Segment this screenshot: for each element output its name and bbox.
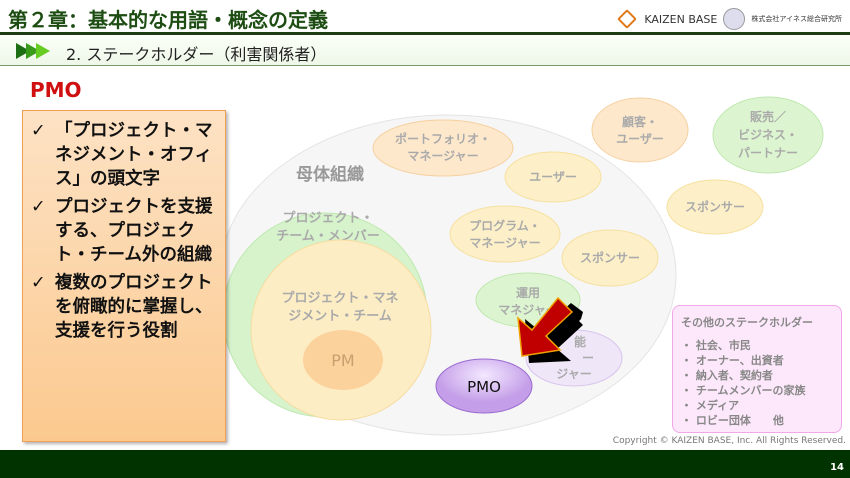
list-item: ・ 納入者、契約者 xyxy=(681,369,773,382)
sales-partner-ellipse xyxy=(712,96,824,174)
chapter-title: 第２章：基本的な用語・概念の定義 xyxy=(8,8,328,32)
svg-text:運用マネジャー: 運用マネジャー xyxy=(498,286,557,317)
svg-text:プロジェクト・チーム・メンバー: プロジェクト・チーム・メンバー xyxy=(276,211,380,244)
header-divider xyxy=(0,32,850,35)
svg-text:プロジェクト・マネジメント・チーム: プロジェクト・マネジメント・チーム xyxy=(281,291,398,324)
program-ellipse xyxy=(449,205,561,263)
sales-partner-label: パートナー xyxy=(738,146,798,160)
sales-partner-label: 販売／ xyxy=(750,109,786,124)
footer-bar: 14 xyxy=(0,450,850,478)
user-ellipse xyxy=(504,151,602,203)
sponsor-inner-ellipse xyxy=(561,229,659,287)
pm-team-label: プロジェクト・マネ xyxy=(281,291,398,306)
program-label: プログラム・ xyxy=(469,218,541,233)
pmo-description-box: ✓ 「プロジェクト・マネジメント・オフィス」の頭文字 ✓ プロジェクトを支援する、プ… xyxy=(22,110,226,442)
sponsor-outer-label: スポンサー xyxy=(685,199,745,214)
triple-arrow-icon xyxy=(16,43,50,59)
bullet-item: ✓ プロジェクトを支援する、プロジェクト・チーム外の組織 xyxy=(31,195,219,267)
sponsor-inner-label: スポンサー xyxy=(580,250,640,265)
other-stakeholders-title: その他のステークホルダー xyxy=(681,316,813,329)
list-item: ・ チームメンバーの家族 xyxy=(681,384,806,397)
pm-label: PM xyxy=(331,351,354,370)
copyright: Copyright © KAIZEN BASE, Inc. All Rights… xyxy=(612,436,846,446)
bullet-text: プロジェクトを支援する、プロジェクト・チーム外の組織 xyxy=(55,197,213,265)
page-number: 14 xyxy=(830,462,844,473)
kaizen-base-logo-text: KAIZEN BASE xyxy=(644,12,718,26)
company-name: 株式会社アイネス総合研究所 xyxy=(751,15,842,23)
functional-label: 能 xyxy=(574,334,586,349)
check-icon: ✓ xyxy=(31,273,46,293)
slide-heading: PMO xyxy=(30,78,82,102)
parent-org-label: 母体組織 xyxy=(296,164,364,185)
logos: KAIZEN BASE 株式会社アイネス総合研究所 xyxy=(617,8,842,30)
sales-partner-label: ビジネス・ xyxy=(738,127,798,142)
svg-text:ポートフォリオ・マネージャー: ポートフォリオ・マネージャー xyxy=(395,131,491,163)
bullet-text: 複数のプロジェクトを俯瞰的に掌握し、支援を行う役割 xyxy=(55,273,213,341)
pmo-ellipse[interactable] xyxy=(435,358,533,414)
list-item: ・ ロビー団体 他 xyxy=(681,414,784,427)
list-item: ・ メディア xyxy=(681,399,740,412)
section-title: 2. ステークホルダー（利害関係者） xyxy=(66,45,327,64)
program-label: マネージャー xyxy=(469,236,540,250)
sponsor-outer-ellipse xyxy=(666,179,764,235)
pm-team-circle xyxy=(250,239,432,421)
user-label: ユーザー xyxy=(529,170,577,184)
functional-label: ー xyxy=(582,351,594,365)
portfolio-ellipse xyxy=(372,119,514,177)
portfolio-label: マネージャー xyxy=(407,149,478,163)
bullet-text: 「プロジェクト・マネジメント・オフィス」の頭文字 xyxy=(55,121,213,189)
highlight-arrow-icon xyxy=(517,296,583,363)
customer-ellipse xyxy=(591,97,689,163)
customer-label: ユーザー xyxy=(616,132,664,146)
project-team-label: チーム・メンバー xyxy=(276,229,380,244)
portfolio-label: ポートフォリオ・ xyxy=(395,131,491,146)
svg-text:能ージャー: 能ージャー xyxy=(556,334,594,381)
bullet-item: ✓ 「プロジェクト・マネジメント・オフィス」の頭文字 xyxy=(31,119,219,191)
svg-text:プログラム・マネージャー: プログラム・マネージャー xyxy=(469,218,541,250)
operations-label: マネジャー xyxy=(498,303,557,317)
functional-label: ジャー xyxy=(556,367,591,381)
aines-logo-icon xyxy=(723,8,746,30)
svg-text:顧客・ユーザー: 顧客・ユーザー xyxy=(616,114,664,146)
bullet-item: ✓ 複数のプロジェクトを俯瞰的に掌握し、支援を行う役割 xyxy=(31,271,219,343)
customer-label: 顧客・ xyxy=(622,114,658,129)
check-icon: ✓ xyxy=(31,197,46,217)
check-icon: ✓ xyxy=(31,121,46,141)
list-item: ・ 社会、市民 xyxy=(681,339,751,352)
pm-ellipse xyxy=(303,330,383,390)
list-item: ・ オーナー、出資者 xyxy=(681,354,784,367)
svg-text:販売／ビジネス・パートナー: 販売／ ビジネス・パートナー xyxy=(738,109,798,160)
other-stakeholders-box: その他のステークホルダー ・ 社会、市民 ・ オーナー、出資者 ・ 納入者、契約… xyxy=(672,305,842,433)
pm-team-label: ジメント・チーム xyxy=(288,309,392,324)
operations-label: 運用 xyxy=(516,286,540,300)
pmo-label: PMO xyxy=(467,378,501,396)
project-team-label: プロジェクト・ xyxy=(282,211,373,226)
section-bar: 2. ステークホルダー（利害関係者） xyxy=(0,36,850,66)
